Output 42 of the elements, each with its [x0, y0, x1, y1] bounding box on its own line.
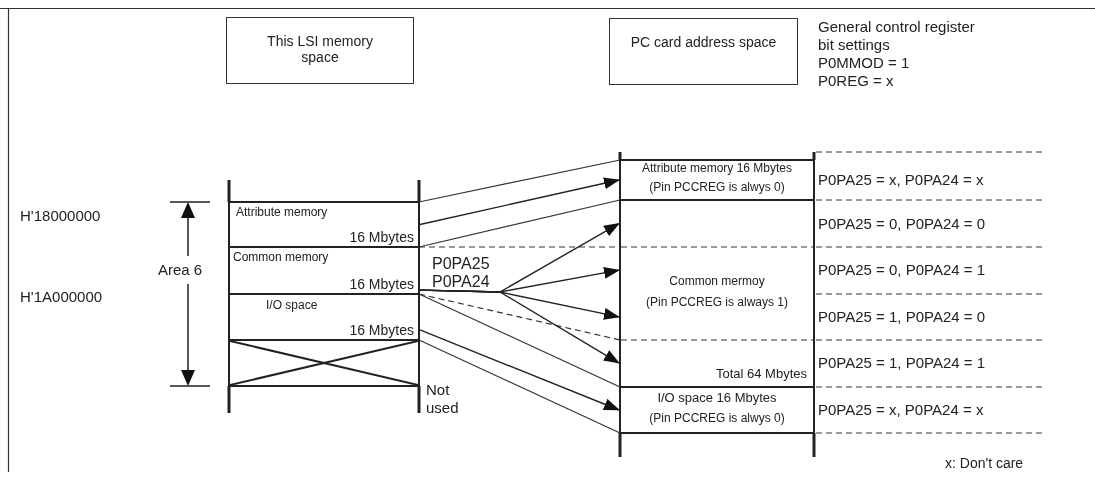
box-title: This LSI memory space	[267, 33, 373, 66]
arrow	[419, 177, 620, 226]
arrow	[419, 329, 620, 411]
size-label: Total 64 Mbytes	[715, 366, 807, 382]
size-label: 16 Mbytes	[349, 321, 414, 338]
address-range-block	[619, 199, 815, 388]
block-name: Common memory	[233, 250, 329, 264]
heading-box	[609, 18, 798, 85]
pin-note: (Pin PCCREG is alwys 0)	[649, 411, 785, 425]
register-setting: P0PA25 = 0, P0PA24 = 0	[818, 215, 986, 233]
signal-name: P0PA24	[432, 272, 490, 292]
note-text: Not used	[426, 381, 460, 417]
address-range-block	[619, 386, 815, 434]
block-name: I/O space	[266, 298, 318, 312]
register-setting: P0PA25 = x, P0PA24 = x	[818, 171, 984, 189]
register-setting: P0PA25 = 1, P0PA24 = 1	[818, 354, 986, 372]
block-name: Attribute memory	[236, 205, 328, 219]
block-name: Attribute memory 16 Mbytes	[641, 161, 793, 175]
dimension-label: Area 6	[158, 261, 203, 279]
block-name: I/O space 16 Mbytes	[657, 390, 777, 405]
note-text: General control register bit settings	[818, 18, 976, 54]
address-label: H'1A000000	[20, 288, 103, 306]
register-setting: P0PA25 = x, P0PA24 = x	[818, 401, 984, 419]
pin-note: (Pin PCCREG is always 1)	[646, 295, 788, 309]
address-range-block	[619, 159, 815, 201]
address-label: H'18000000	[20, 207, 101, 225]
arrow	[419, 289, 620, 364]
register-setting: P0MMOD = 1	[818, 54, 910, 72]
heading-box	[226, 17, 414, 84]
size-label: 16 Mbytes	[349, 275, 414, 292]
block-name: Common mermoy	[669, 274, 765, 288]
register-setting: P0PA25 = 1, P0PA24 = 0	[818, 308, 986, 326]
pin-note: (Pin PCCREG is alwys 0)	[649, 180, 785, 194]
register-setting: P0REG = x	[818, 72, 894, 90]
memory-block	[228, 246, 420, 295]
size-label: 16 Mbytes	[349, 228, 414, 245]
signal-name: P0PA25	[432, 254, 490, 274]
memory-block	[228, 293, 420, 341]
box-title: PC card address space	[630, 34, 777, 50]
register-setting: P0PA25 = 0, P0PA24 = 1	[818, 261, 986, 279]
note-text: x: Don't care	[945, 455, 1024, 472]
memory-block	[228, 201, 420, 248]
